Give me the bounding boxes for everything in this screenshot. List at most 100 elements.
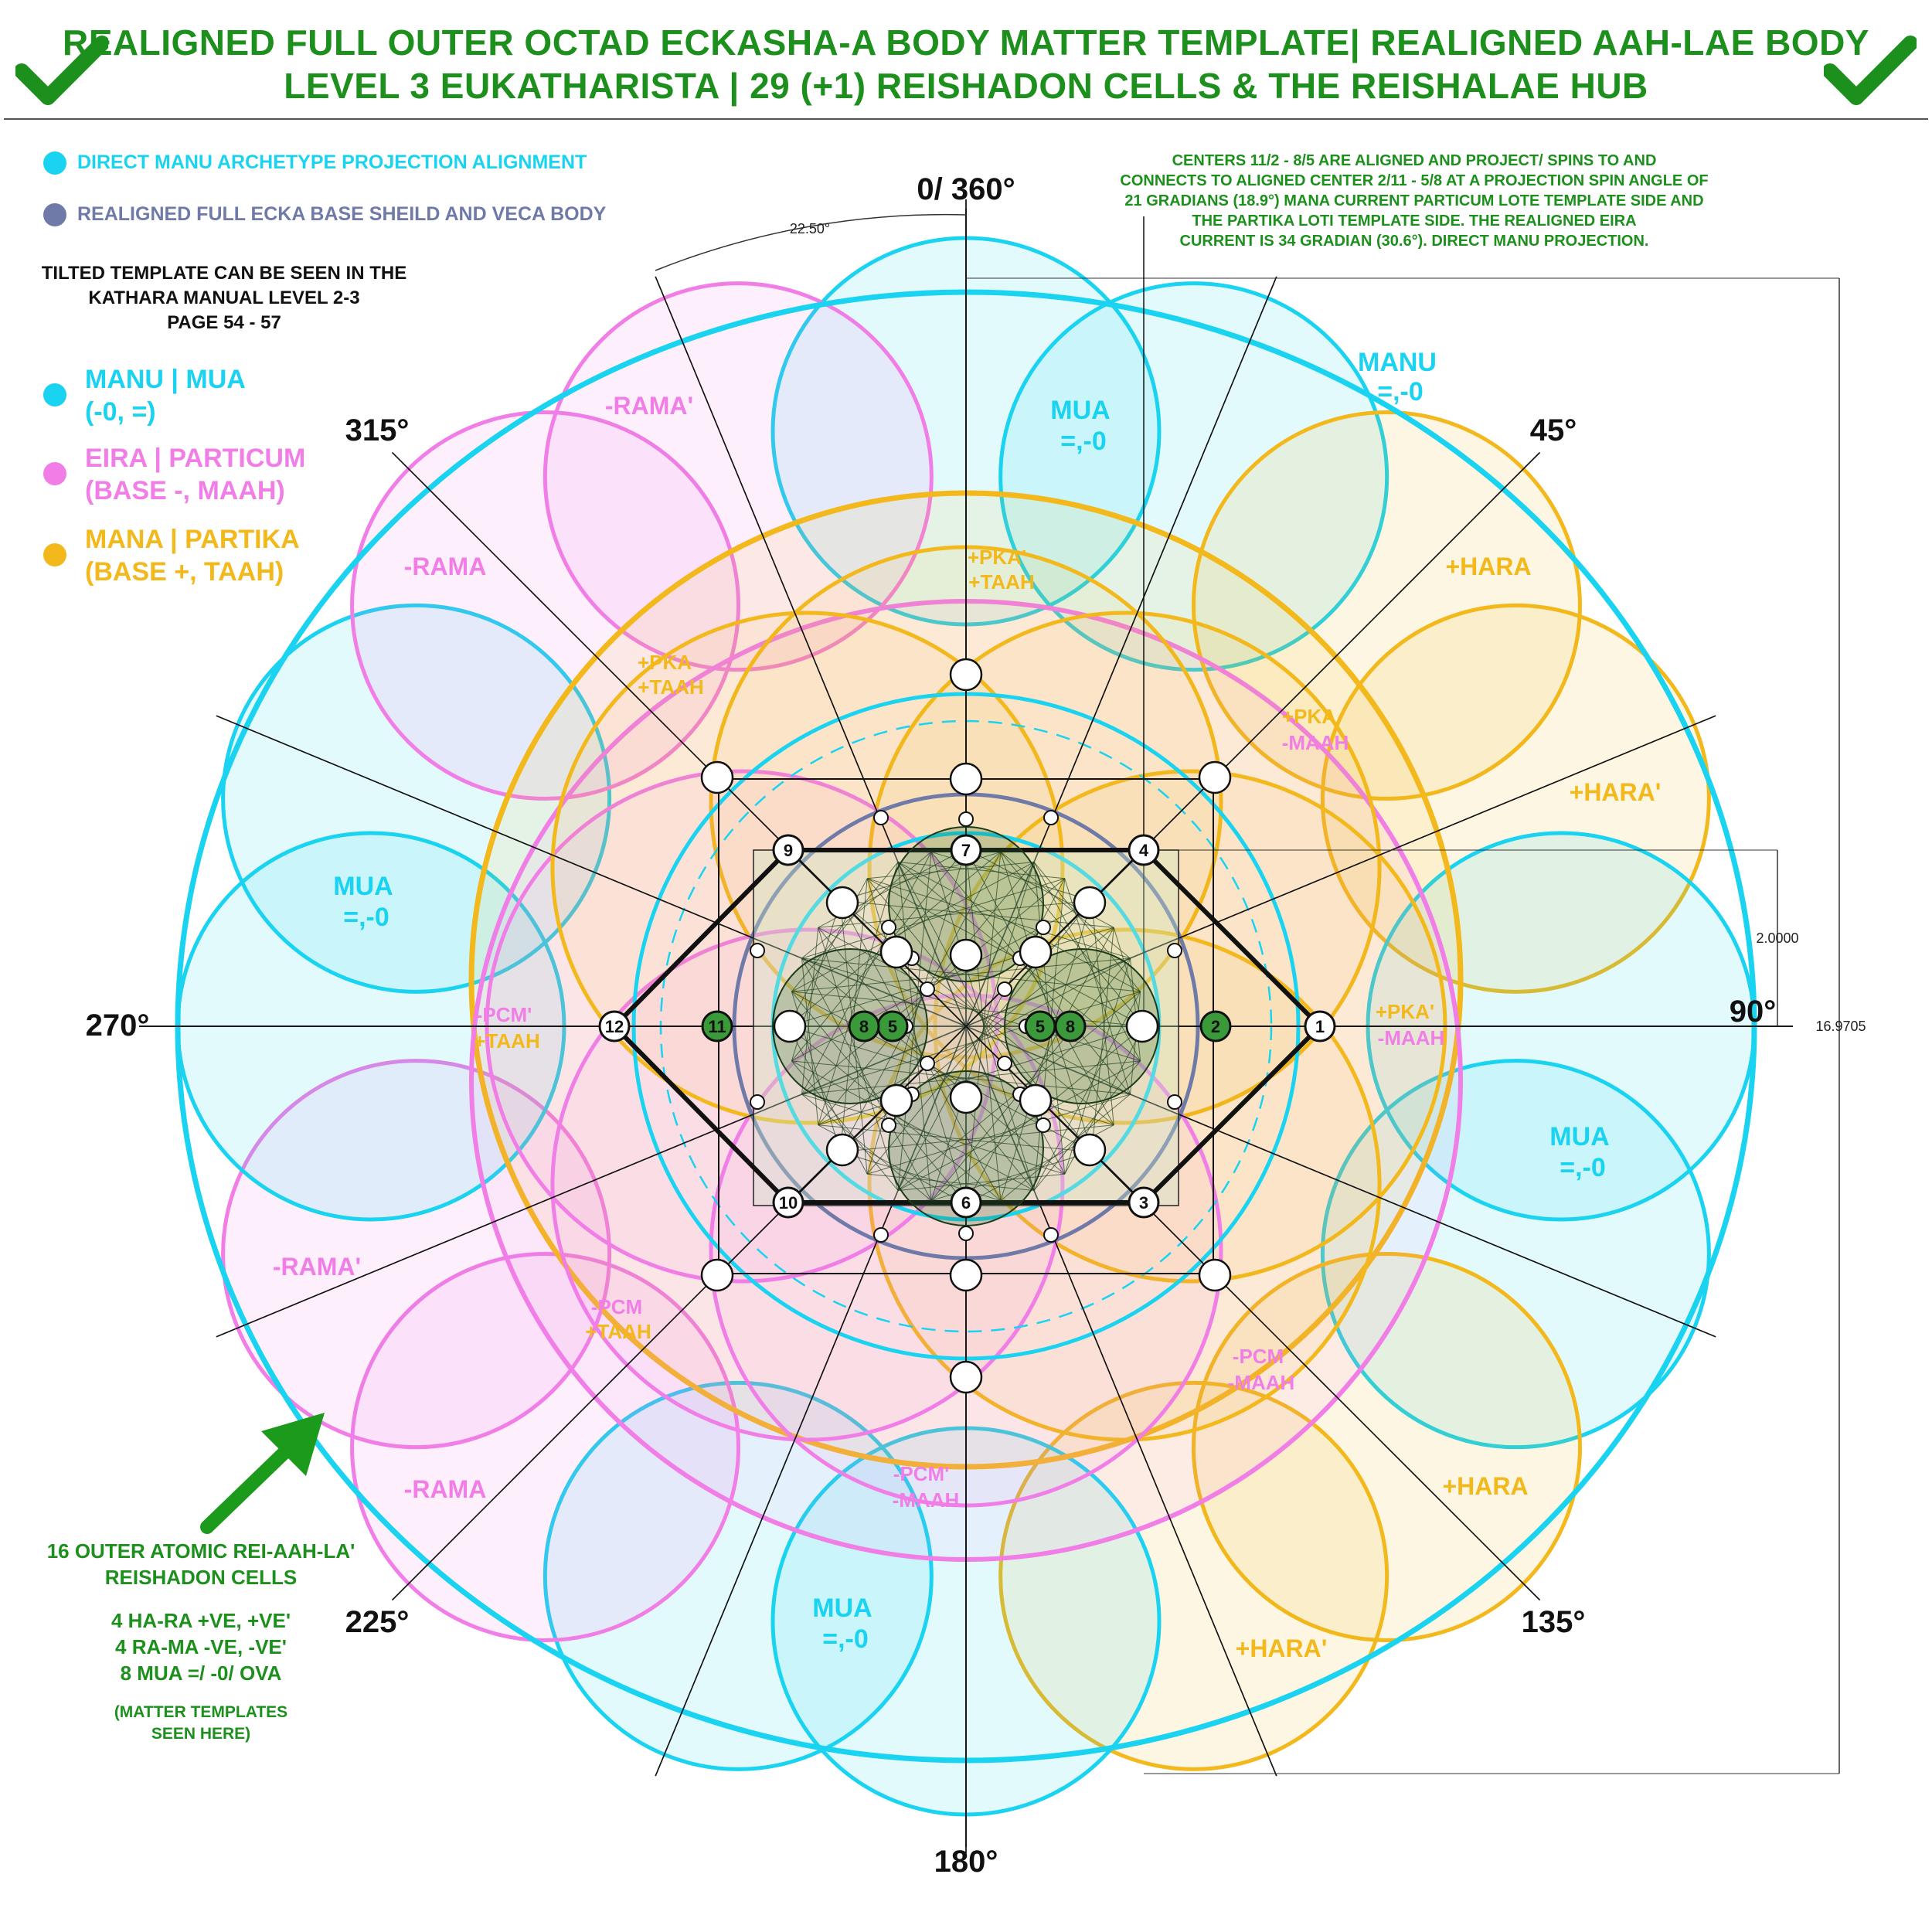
small-node [750,943,765,958]
mesh-line [787,1026,1114,1126]
medium-node [825,1133,859,1167]
label-pcm-lr-2: -MAAH [1228,1371,1295,1394]
mesh-line [965,848,1114,1126]
arc-angle-label: 22.50° [790,221,830,236]
label-pcm-lr-1: -PCM [1233,1345,1284,1368]
small-node [881,920,896,935]
mesh-line [791,862,899,992]
dimension-small: 2.0000 [1756,930,1798,946]
label-pcm-prime-l-1: -PCM' [476,1003,532,1026]
manu-dot-icon [43,383,66,406]
medium-node [825,886,859,920]
mesh-line [897,862,1065,879]
medium-node [949,1080,983,1114]
center-node-circle [772,834,804,866]
small-node [1036,920,1051,935]
center-node-label: 8 [859,1017,869,1036]
mesh-line [791,1060,1131,1095]
center-node-n12: 12 [598,1010,631,1043]
label-hara-right: +HARA [1445,553,1531,580]
title-line-1: REALIGNED FULL OUTER OCTAD ECKASHA-A BOD… [62,22,1869,63]
center-node-n1: 1 [1304,1010,1336,1043]
legend-realigned-ecka: REALIGNED FULL ECKA BASE SHEILD AND VECA… [43,203,606,227]
label-pcm-ll-2: +TAAH [585,1320,651,1343]
large-node [1198,760,1232,794]
mesh-line [818,1124,1092,1153]
center-node-label: 11 [708,1017,726,1036]
medium-node [949,938,983,972]
label-hara-br: +HARA [1442,1472,1528,1500]
legend-direct-manu: DIRECT MANU ARCHETYPE PROJECTION ALIGNME… [43,151,587,175]
label-mua-right-val: =,-0 [1560,1153,1606,1182]
large-node [700,1258,734,1292]
large-node [1198,1258,1232,1292]
medium-node [1125,1009,1159,1043]
center-node-n3: 3 [1128,1186,1160,1219]
large-node [949,762,983,796]
mesh-line [801,957,819,1125]
center-node-label: 12 [605,1017,624,1036]
center-node-circle [1128,834,1160,866]
mesh-line [801,852,932,959]
label-pka-ul-2: +TAAH [638,675,703,699]
label-mua-bottom-val: =,-0 [822,1624,869,1654]
mesh-line [801,878,1065,959]
center-node-n5: 5 [876,1010,909,1043]
label-hara-prime-right: +HARA' [1570,778,1662,806]
slate-dot-icon [43,203,66,227]
mesh-line [801,957,1141,992]
small-node [920,1056,935,1071]
mesh-line [1000,900,1093,1201]
mesh-line [930,957,1131,1201]
reishadon-cells-note: 16 OUTER ATOMIC REI-AAH-LA' REISHADON CE… [46,1539,355,1743]
arrow-icon [200,1413,325,1534]
mesh-line [801,1094,932,1201]
angle-label-315: 315° [345,413,410,447]
check-icon-left [15,36,108,105]
medium-node [1019,1083,1053,1117]
cyan-dot-icon [43,151,66,175]
small-node [1043,810,1059,825]
center-node-label: 3 [1139,1193,1148,1213]
tilted-template-note: TILTED TEMPLATE CAN BE SEEN IN THE KATHA… [41,263,407,333]
label-mua-left: MUA [333,872,393,901]
mesh-line [840,900,1114,928]
check-icon-right [1824,36,1917,105]
center-node-label: 7 [961,841,971,860]
center-node-circle [1054,1010,1087,1043]
mesh-line [965,927,1114,1205]
angle-label-0: 0/ 360° [917,172,1015,206]
angle-label-90: 90° [1730,995,1777,1029]
center-node-n9: 9 [772,834,804,866]
mesh-line [791,1060,899,1191]
mesh-line [866,878,1145,1027]
center-node-circle [1128,1186,1160,1219]
mesh-line [1129,992,1141,1095]
note-line-5: CURRENT IS 34 GRADIAN (30.6°). DIRECT MA… [1180,233,1649,250]
large-node [949,1360,983,1394]
small-node [958,811,974,827]
mesh-line [867,878,1131,959]
mesh-line [791,862,1035,992]
center-node-circle [950,1186,982,1219]
note-line-3: 21 GRADIANS (18.9°) MANA CURRENT PARTICU… [1124,192,1703,209]
center-node-n6: 6 [950,1186,982,1219]
center-node-circle [772,1186,804,1219]
label-rama-prime-top: -RAMA' [605,392,693,420]
medium-node [773,1009,807,1043]
legend-mana-partika: MANA | PARTIKA (BASE +, TAAH) [43,523,300,588]
mesh-line [897,862,932,1201]
small-node [1036,1117,1051,1133]
mesh-line [791,1060,1035,1191]
small-node [873,1227,889,1243]
angle-arc [655,213,967,271]
center-node-n4: 4 [1128,834,1160,866]
mesh-line [801,927,819,1095]
mesh-line [840,1124,1114,1153]
center-node-label: 6 [961,1193,971,1213]
legend-eira-particum: EIRA | PARTICUM (BASE -, MAAH) [43,442,305,507]
label-pka-ul-1: +PKA [638,651,692,674]
label-hara-prime-bottom: +HARA' [1236,1634,1328,1662]
note-line-1: CENTERS 11/2 - 8/5 ARE ALIGNED AND PROJE… [1172,152,1657,169]
